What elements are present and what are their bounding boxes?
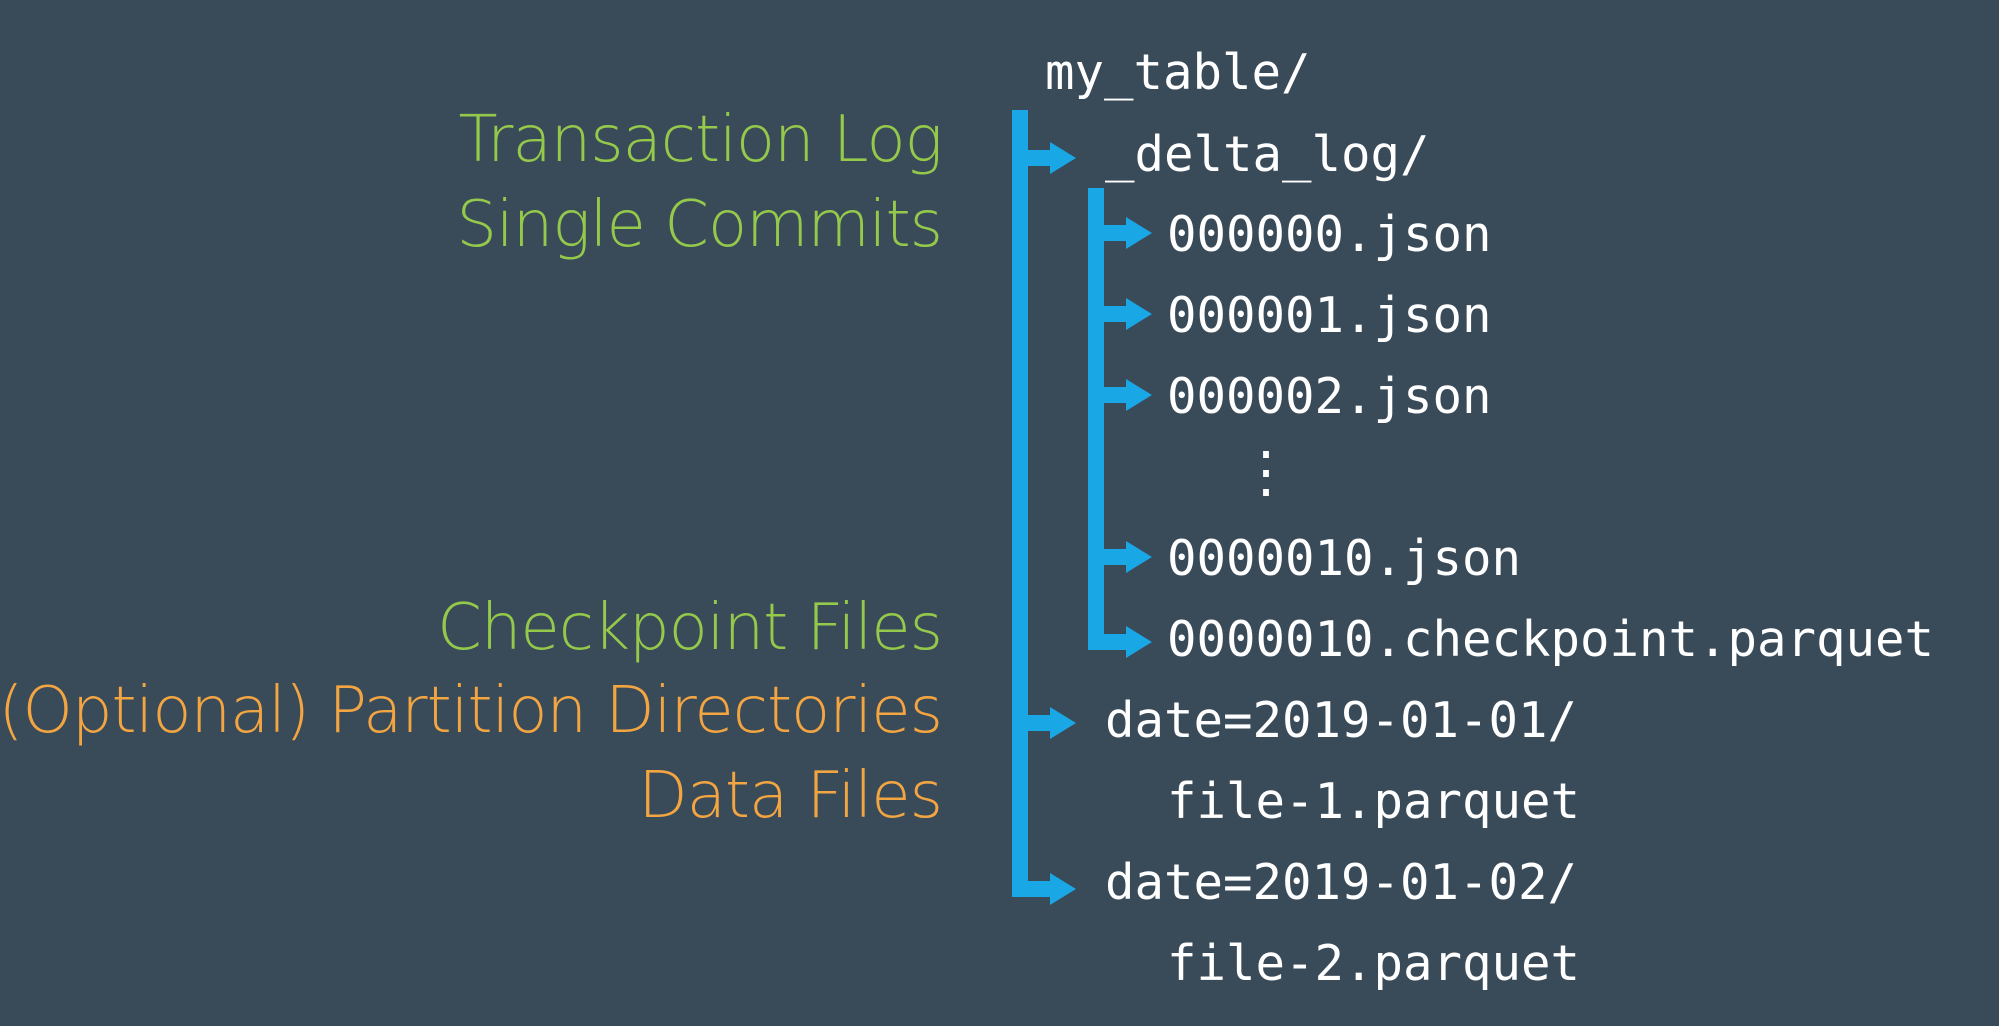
- arrow-commit-10: [1088, 541, 1152, 573]
- tree-partition-2: date=2019-01-02/: [1105, 854, 1578, 911]
- tree-delta-log: _delta_log/: [1105, 126, 1430, 183]
- arrow-delta-log: [1012, 142, 1076, 174]
- tree-root: my_table/: [1045, 44, 1311, 101]
- tree-commit-2: 000002.json: [1167, 368, 1492, 425]
- label-transaction-log: Transaction Log: [458, 103, 943, 177]
- label-partition-directories: (Optional) Partition Directories: [0, 674, 943, 748]
- arrow-commit-2: [1088, 379, 1152, 411]
- inner-tree-line: [1088, 188, 1104, 650]
- arrow-commit-1: [1088, 298, 1152, 330]
- tree-file-2: file-2.parquet: [1167, 935, 1581, 992]
- label-checkpoint-files: Checkpoint Files: [437, 591, 943, 665]
- label-data-files: Data Files: [638, 759, 943, 833]
- arrow-checkpoint: [1088, 626, 1152, 658]
- tree-commit-1: 000001.json: [1167, 287, 1492, 344]
- arrow-partition-2: [1012, 873, 1076, 905]
- outer-tree-line: [1012, 110, 1028, 897]
- tree-commit-10: 0000010.json: [1167, 530, 1522, 587]
- label-single-commits: Single Commits: [456, 188, 943, 262]
- tree-checkpoint: 0000010.checkpoint.parquet: [1167, 611, 1935, 668]
- arrow-partition-1: [1012, 707, 1076, 739]
- tree-partition-1: date=2019-01-01/: [1105, 692, 1578, 749]
- tree-commit-0: 000000.json: [1167, 206, 1492, 263]
- tree-file-1: file-1.parquet: [1167, 773, 1581, 830]
- tree-ellipsis: ⋮: [1238, 440, 1294, 505]
- arrow-commit-0: [1088, 217, 1152, 249]
